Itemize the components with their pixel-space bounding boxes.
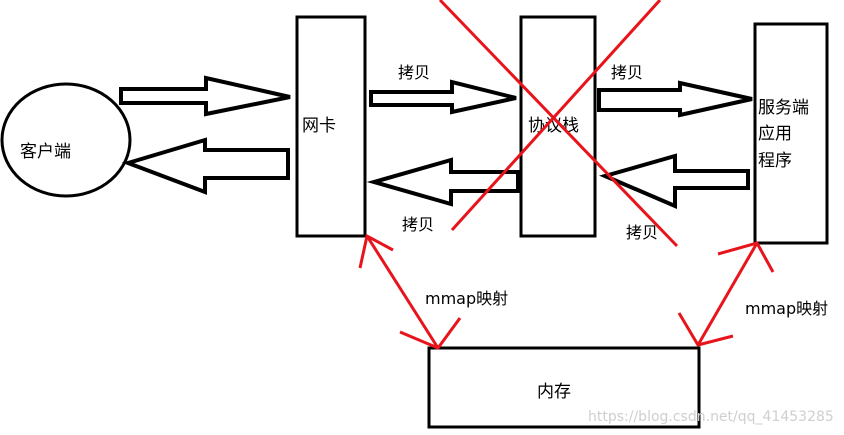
mmap-arrow-right	[677, 241, 775, 347]
mmap-label-left: mmap映射	[425, 289, 508, 308]
mmap-arrow-left	[358, 233, 462, 350]
watermark: https://blog.csdn.net/qq_41453285	[588, 409, 834, 425]
arrow-stack-to-app	[597, 80, 753, 118]
memory-node	[427, 346, 701, 429]
server-app-label-line3: 程序	[758, 151, 792, 171]
server-app-node	[753, 22, 829, 245]
arrow-stack-to-nic	[366, 157, 520, 207]
arrow-app-to-stack	[599, 153, 750, 210]
nic-label: 网卡	[302, 116, 336, 136]
cross-line-1	[438, 0, 679, 248]
client-node	[0, 82, 132, 198]
server-app-label-line1: 服务端	[758, 98, 809, 118]
arrow-nic-to-client	[121, 137, 290, 195]
cross-line-2	[450, 0, 662, 232]
server-app-label-line2: 应用	[758, 124, 792, 144]
copy-label-stack-to-app: 拷贝	[611, 63, 643, 82]
copy-label-nic-to-stack: 拷贝	[398, 63, 430, 82]
mmap-label-right: mmap映射	[745, 299, 828, 318]
arrow-client-to-nic	[119, 75, 291, 117]
copy-label-stack-to-nic: 拷贝	[402, 215, 434, 234]
arrow-nic-to-stack	[369, 79, 517, 115]
memory-label: 内存	[537, 382, 571, 402]
nic-node	[295, 15, 367, 238]
client-label: 客户端	[20, 142, 71, 162]
copy-label-app-to-stack: 拷贝	[626, 223, 658, 242]
protocol-stack-node	[519, 15, 597, 238]
